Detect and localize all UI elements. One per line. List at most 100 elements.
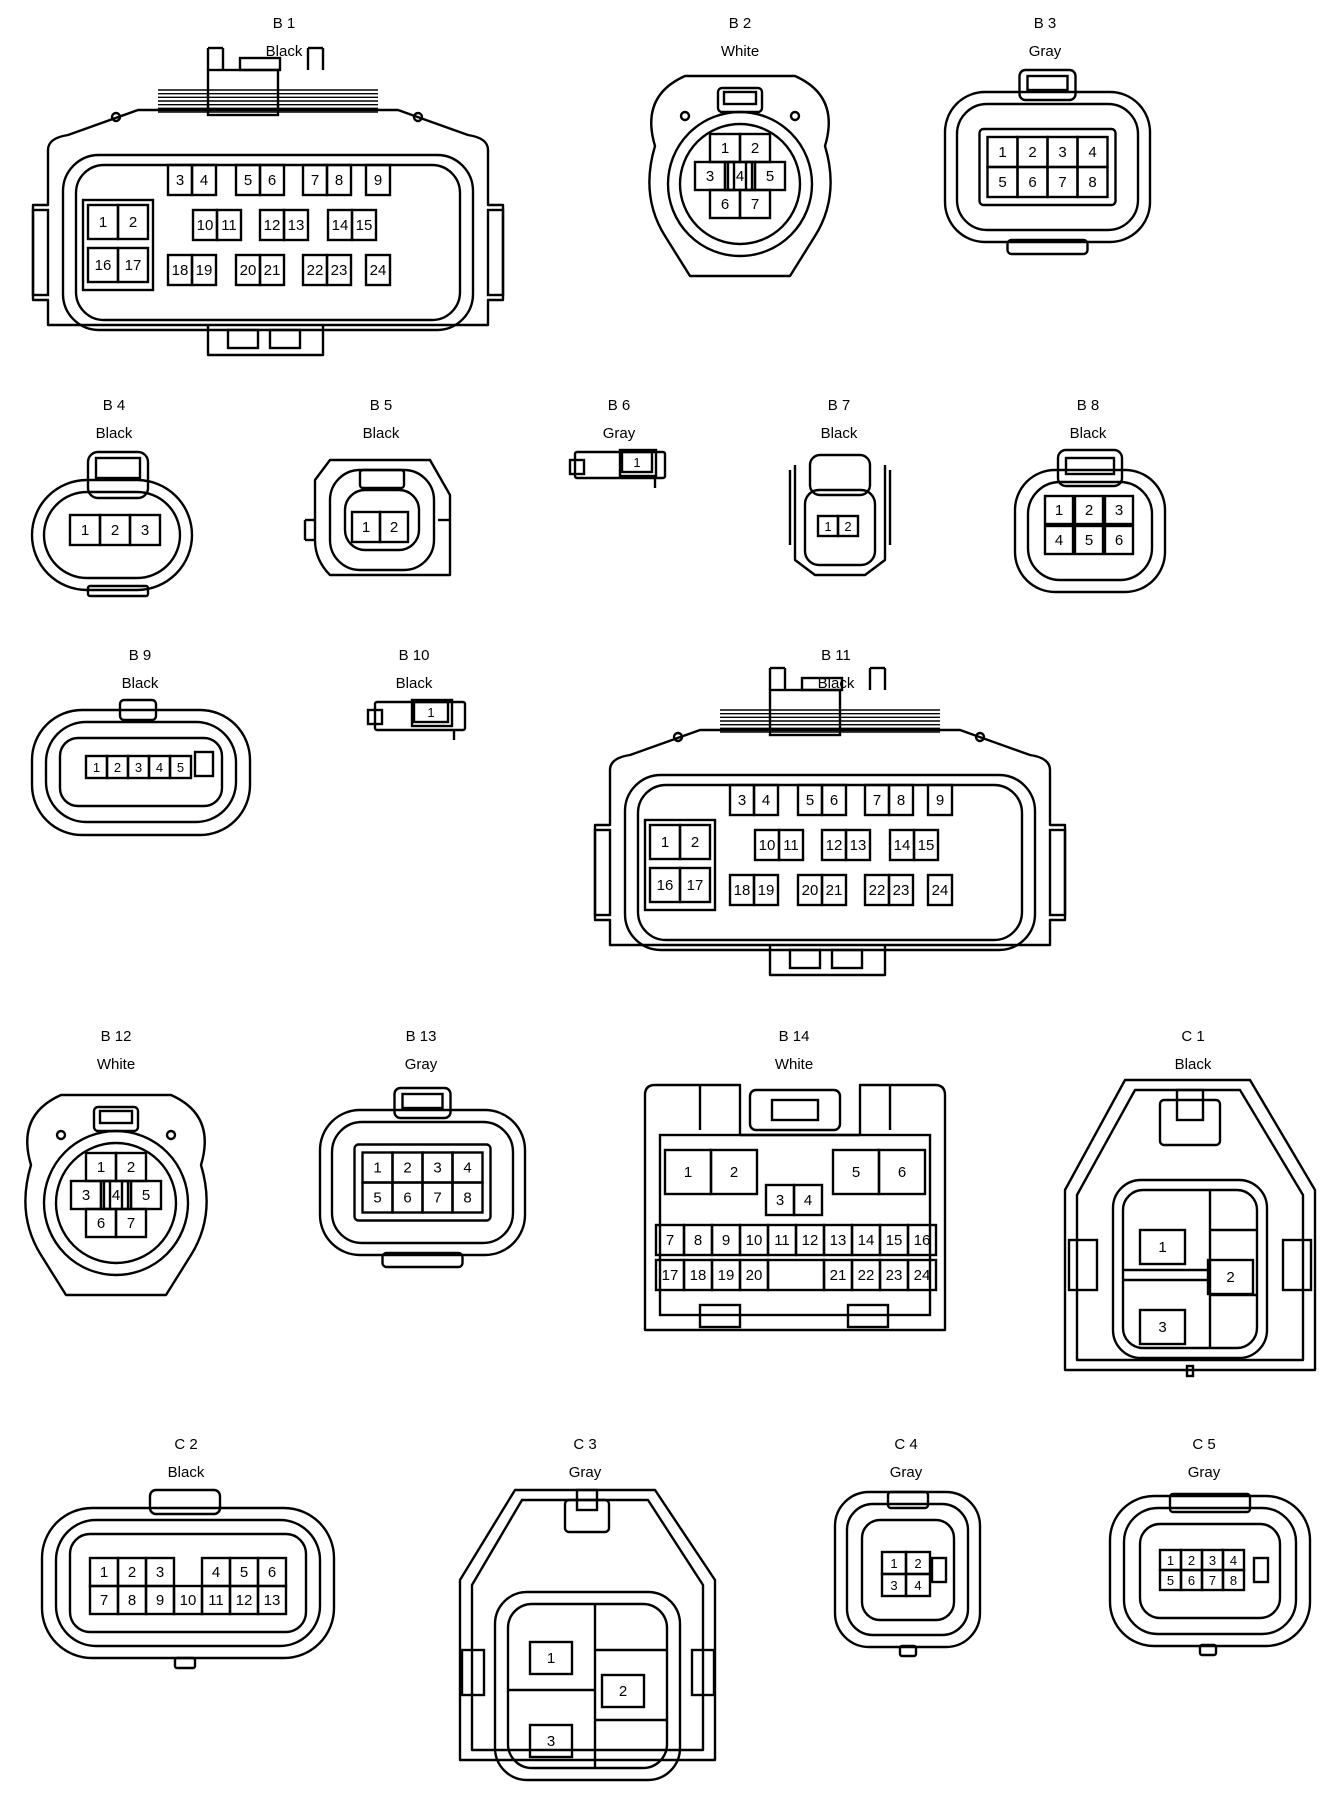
pin-number: 15 bbox=[886, 1232, 903, 1249]
pin-number: 8 bbox=[463, 1190, 471, 1207]
connector-color-label: Gray bbox=[603, 425, 636, 442]
pin-box bbox=[451, 1181, 484, 1214]
pin-box bbox=[1206, 1258, 1255, 1296]
pin-cavity-12: 12 bbox=[258, 208, 286, 242]
pin-number: 5 bbox=[766, 168, 774, 185]
latch-top bbox=[808, 453, 872, 497]
pin-number: 11 bbox=[774, 1232, 790, 1249]
pin-number: 20 bbox=[802, 882, 819, 899]
pin-number: 19 bbox=[196, 262, 213, 279]
pin-cavity-5: 5 bbox=[796, 783, 824, 817]
connector-c1: 123 bbox=[1063, 1078, 1317, 1378]
pin-number: 17 bbox=[125, 257, 142, 274]
pin-box bbox=[678, 866, 712, 904]
pin-cavity-3: 3 bbox=[1103, 494, 1135, 526]
pin-cavity-22: 22 bbox=[863, 873, 891, 907]
pin-cavity-8: 8 bbox=[1221, 1568, 1246, 1592]
latch-tab bbox=[94, 456, 142, 480]
connector-color-label: Black bbox=[1175, 1056, 1212, 1073]
pin-number: 3 bbox=[433, 1160, 441, 1177]
bottom-tab bbox=[898, 1644, 918, 1658]
connector-color-label: Black bbox=[266, 43, 303, 60]
pin-number: 15 bbox=[356, 217, 373, 234]
pin-box bbox=[378, 510, 410, 544]
connector-id-label: B 8 bbox=[1077, 397, 1100, 414]
pin-box bbox=[168, 754, 193, 780]
pin-box bbox=[190, 253, 218, 287]
pin-frame bbox=[353, 1143, 492, 1222]
pin-number: 7 bbox=[100, 1592, 108, 1609]
pin-cavity-9: 9 bbox=[710, 1223, 742, 1257]
pin-number: 6 bbox=[830, 792, 838, 809]
bottom-slot bbox=[830, 948, 864, 970]
inner-housing bbox=[493, 1590, 682, 1782]
connector-id-label: B 14 bbox=[779, 1028, 810, 1045]
pin-box bbox=[752, 783, 780, 817]
pin-cavity-6: 6 bbox=[1103, 524, 1135, 556]
pin-cavity-6: 6 bbox=[1179, 1568, 1204, 1592]
pin-cavity-18: 18 bbox=[166, 253, 194, 287]
pin-box bbox=[116, 246, 150, 284]
pin-cavity-14: 14 bbox=[326, 208, 354, 242]
side-rail bbox=[1281, 1238, 1313, 1292]
pin-cavity-11: 11 bbox=[766, 1223, 798, 1257]
connector-id-label: C 4 bbox=[894, 1436, 917, 1453]
pin-cavity-14: 14 bbox=[888, 828, 916, 862]
connector-id-label: C 3 bbox=[573, 1436, 596, 1453]
pin-box bbox=[1043, 494, 1075, 526]
pin-number: 1 bbox=[824, 519, 831, 534]
pin-number: 24 bbox=[914, 1267, 931, 1284]
pin-cavity-6: 6 bbox=[708, 188, 742, 220]
inner-housing bbox=[61, 153, 475, 332]
inner-housing bbox=[845, 1502, 970, 1637]
pin-number: 7 bbox=[666, 1232, 674, 1249]
pin-cavity-10: 10 bbox=[191, 208, 219, 242]
pin-cavity-5: 5 bbox=[986, 165, 1019, 199]
connector-color-label: White bbox=[775, 1056, 813, 1073]
pin-cavity-2: 2 bbox=[738, 132, 772, 164]
pin-number: 6 bbox=[1028, 174, 1036, 191]
inner-housing bbox=[955, 102, 1140, 232]
latch-tab bbox=[1026, 74, 1069, 92]
pin-number: 2 bbox=[691, 834, 699, 851]
latch-top bbox=[1018, 68, 1077, 102]
pin-cavity-6: 6 bbox=[877, 1148, 927, 1196]
pin-box bbox=[1138, 1308, 1187, 1346]
pin-number: 2 bbox=[114, 760, 121, 775]
pin-cavity-1: 1 bbox=[361, 1151, 394, 1184]
pin-number: 22 bbox=[869, 882, 886, 899]
latch-tab bbox=[1064, 456, 1116, 476]
pin-box bbox=[412, 700, 450, 724]
pin-cavity-10: 10 bbox=[738, 1223, 770, 1257]
pin-cavity-4: 4 bbox=[451, 1151, 484, 1184]
pin-cavity-3: 3 bbox=[421, 1151, 454, 1184]
pin-number: 4 bbox=[1055, 532, 1063, 549]
pin-cavity-5: 5 bbox=[168, 754, 193, 780]
pin-cavity-7: 7 bbox=[1046, 165, 1079, 199]
housing-outline bbox=[24, 1093, 208, 1297]
pin-cavity-5: 5 bbox=[228, 1556, 260, 1588]
pin-cavity-1: 1 bbox=[86, 203, 120, 241]
pin-number: 1 bbox=[99, 214, 107, 231]
pin-cavity-1: 1 bbox=[880, 1550, 908, 1576]
pin-cavity-4: 4 bbox=[792, 1183, 824, 1217]
mount-hole bbox=[789, 110, 801, 122]
pin-number: 5 bbox=[177, 760, 184, 775]
connector-color-label: Black bbox=[818, 675, 855, 692]
pin-number: 9 bbox=[722, 1232, 730, 1249]
pin-number: 8 bbox=[128, 1592, 136, 1609]
inner-ring bbox=[678, 122, 802, 246]
pin-number: 12 bbox=[236, 1592, 253, 1609]
pin-number: 5 bbox=[244, 172, 252, 189]
housing-outline bbox=[30, 478, 194, 592]
connector-id-label: B 5 bbox=[370, 397, 393, 414]
